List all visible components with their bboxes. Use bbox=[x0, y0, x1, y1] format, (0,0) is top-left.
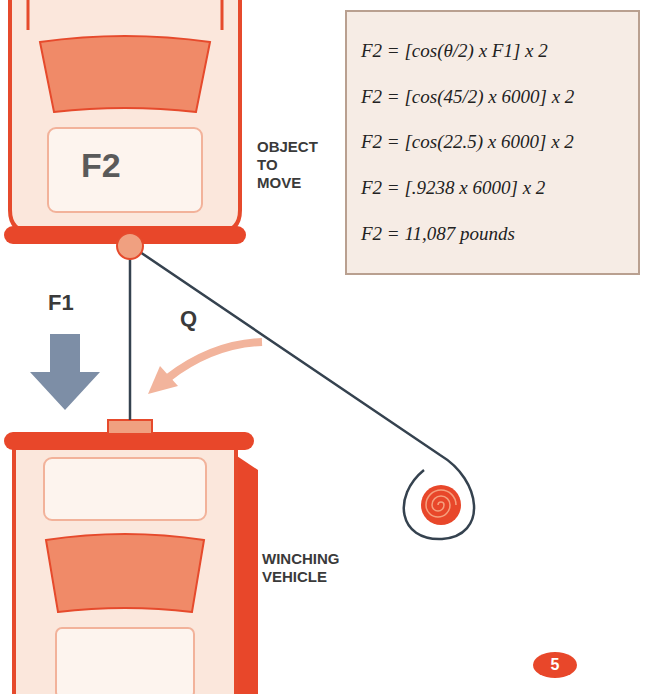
winching-car bbox=[4, 420, 258, 694]
vehicle-caption: WINCHING VEHICLE bbox=[262, 550, 340, 586]
formula-line: F2 = [cos(θ/2) x F1] x 2 bbox=[361, 40, 624, 62]
car-pillar bbox=[28, 0, 222, 30]
vehicle-region: F2OBJECT TO MOVE bbox=[5, 0, 245, 259]
formula-line: F2 = [cos(22.5) x 6000] x 2 bbox=[361, 131, 624, 153]
windshield bbox=[46, 534, 204, 612]
formula-line: F2 = [cos(45/2) x 6000] x 2 bbox=[361, 86, 624, 108]
force-label: F1 bbox=[48, 290, 74, 316]
roof bbox=[56, 628, 194, 694]
vehicle-caption: OBJECT TO MOVE bbox=[257, 138, 318, 192]
formula-line: F2 = 11,087 pounds bbox=[361, 223, 624, 245]
cable-line bbox=[129, 259, 132, 420]
windshield bbox=[40, 36, 210, 112]
spool-coil bbox=[426, 490, 456, 517]
winch-cable bbox=[140, 252, 474, 539]
formula-box: F2 = [cos(θ/2) x F1] x 2 F2 = [cos(45/2) … bbox=[345, 10, 640, 275]
force-label: F2 bbox=[81, 146, 121, 185]
hood bbox=[48, 128, 202, 212]
page-number-oval: 5 bbox=[533, 652, 577, 678]
hood bbox=[44, 458, 206, 520]
winch-mount bbox=[108, 420, 152, 434]
object-car bbox=[4, 0, 246, 244]
car-body bbox=[10, 0, 240, 232]
cable-spool bbox=[421, 485, 461, 525]
vehicle-region: WINCHING VEHICLE bbox=[5, 420, 260, 694]
car-body bbox=[14, 446, 236, 694]
formula-line: F2 = [.9238 x 6000] x 2 bbox=[361, 177, 624, 199]
angle-arc bbox=[168, 342, 262, 378]
pulley bbox=[117, 233, 143, 259]
page-number: 5 bbox=[551, 656, 560, 674]
force-arrow bbox=[30, 334, 100, 410]
angle-label: Q bbox=[180, 306, 197, 332]
angle-arrowhead bbox=[148, 366, 178, 394]
